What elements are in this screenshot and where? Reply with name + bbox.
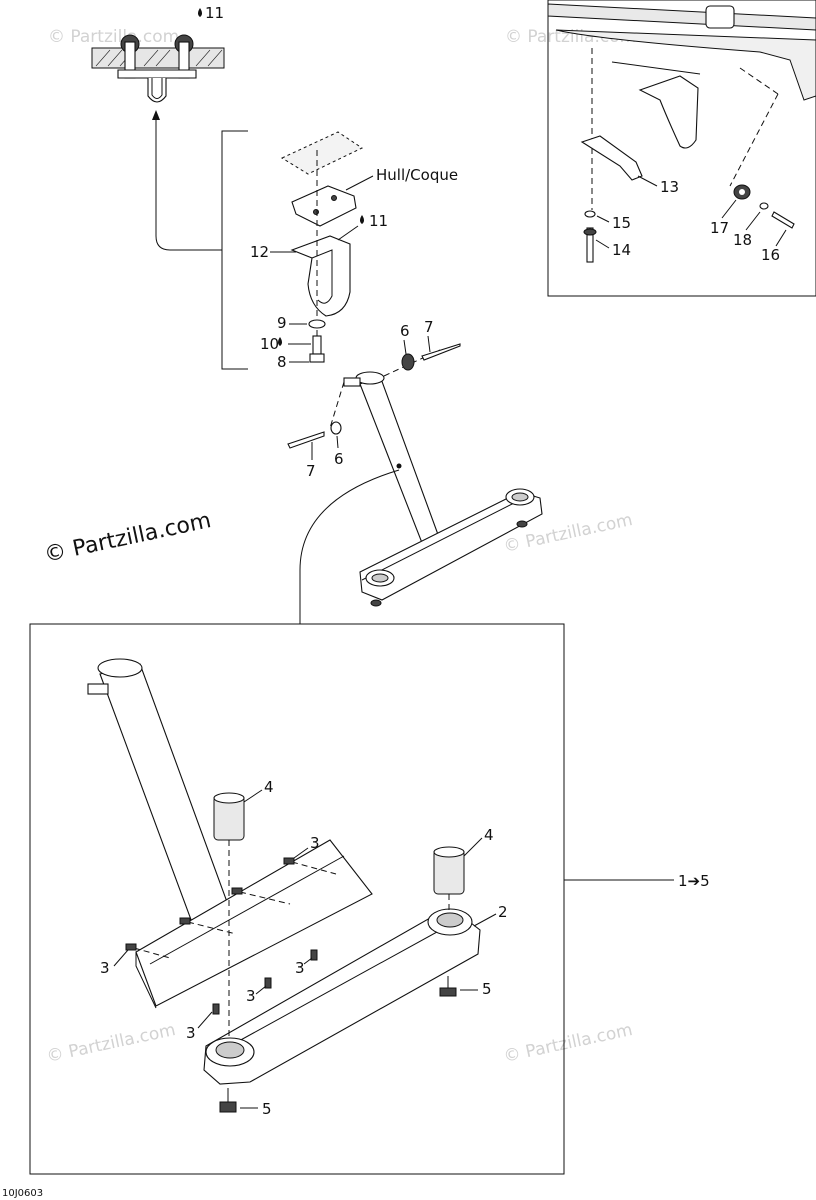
loctite-drop-icon [278,337,282,346]
arrow-head-icon [152,110,160,120]
pin-7-right [421,343,461,361]
watermark-main: © Partzilla.com [42,508,213,568]
hull-mount-section [91,34,225,103]
washer-6-left [330,421,342,435]
callout-3-a: 3 [310,834,320,852]
inset-frame [547,0,816,297]
callout-range: 1➔5 [678,872,710,890]
backing-plate [291,185,357,227]
hull-template-plate [280,131,364,175]
callout-12: 12 [250,243,269,261]
callout-5-bottom: 5 [262,1100,272,1118]
watermark-top-left: © Partzilla.com [48,27,179,47]
loctite-drop-icon [360,215,364,224]
mount-bracket-12 [290,235,351,317]
pin-7-left [287,431,325,449]
deflector-13 [580,135,643,181]
grommet-6-right [401,353,415,371]
detail-frame [29,623,565,1175]
callout-2: 2 [498,903,508,921]
callout-11-top: 11 [205,4,224,22]
stand-detail [87,658,481,1085]
leader-arrow [155,116,222,251]
callout-6-left: 6 [334,450,344,468]
screw-16 [771,211,795,229]
watermark-bottom-right: © Partzilla.com [502,1020,634,1067]
callout-7-right: 7 [424,318,434,336]
detail-connector [299,469,400,624]
hull-coque-label: Hull/Coque [376,166,458,184]
loctite-drop-icon [198,8,202,17]
bolt-head-8 [309,353,325,363]
callout-3-b: 3 [100,959,110,977]
foot-5-bottom [219,1101,237,1113]
callout-3-d: 3 [246,987,256,1005]
callout-17: 17 [710,219,729,237]
callout-4-left: 4 [264,778,274,796]
callout-6-right: 6 [400,322,410,340]
callout-15: 15 [612,214,631,232]
callout-14: 14 [612,241,631,259]
washer-9 [308,319,326,329]
washer-18 [759,202,769,210]
callout-13: 13 [660,178,679,196]
callout-4-right: 4 [484,826,494,844]
screws-3 [125,857,337,1015]
bolt-10 [312,335,322,355]
callout-9: 9 [277,314,287,332]
callout-3-e: 3 [186,1024,196,1042]
watermark-bottom-left: © Partzilla.com [45,1020,177,1067]
callout-18: 18 [733,231,752,249]
diagram-code: 10J0603 [2,1188,43,1199]
callout-11-mid: 11 [369,212,388,230]
callout-5-right: 5 [482,980,492,998]
callout-3-c: 3 [295,959,305,977]
foot-5-right [439,987,457,997]
callout-10: 10 [260,335,279,353]
washer-15 [584,210,596,218]
group-bracket [221,130,248,370]
callout-16: 16 [761,246,780,264]
stand-assembly [343,371,543,607]
callout-8: 8 [277,353,287,371]
inset-hull-view [547,3,816,210]
rivet-14 [586,227,594,263]
callout-7-left: 7 [306,462,316,480]
